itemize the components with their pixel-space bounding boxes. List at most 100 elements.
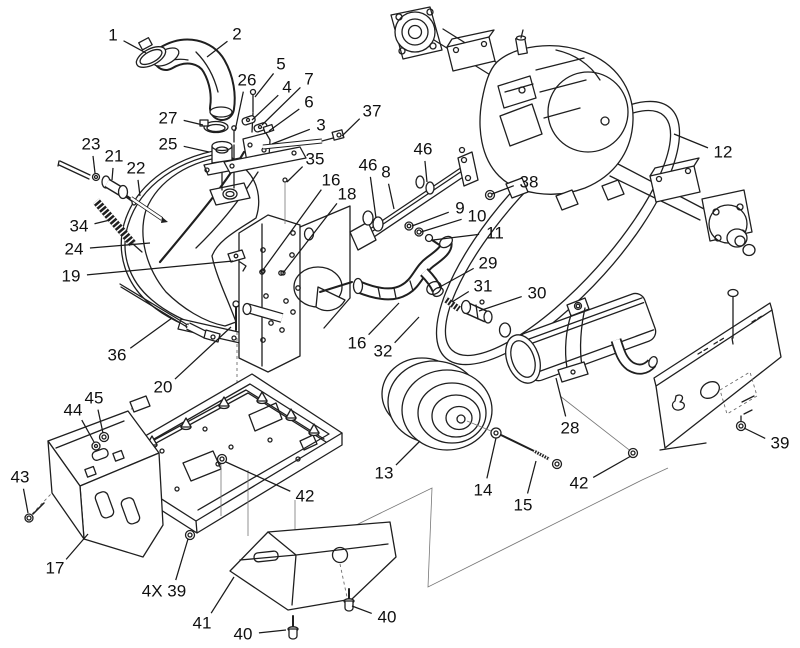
callout-leader-16 xyxy=(262,189,322,271)
callout-label-35: 35 xyxy=(306,150,325,169)
callout-label-10: 10 xyxy=(468,207,487,226)
skid-plate xyxy=(229,521,397,611)
callout-leader-25 xyxy=(183,145,210,153)
engine xyxy=(479,29,634,211)
control-rod xyxy=(119,283,221,343)
alignment-sheet xyxy=(351,467,669,588)
callout-leader-18 xyxy=(282,202,338,274)
callout-label-32: 32 xyxy=(374,342,393,361)
callout-label-2: 2 xyxy=(232,25,241,44)
callout-label-39: 39 xyxy=(771,434,790,453)
callout-leader-20 xyxy=(174,326,232,380)
callout-leader-12 xyxy=(673,133,709,149)
callout-leader-17 xyxy=(65,533,89,560)
callout-leader-45 xyxy=(97,409,104,434)
cross-member xyxy=(260,146,496,276)
callout-label-21: 21 xyxy=(105,147,124,166)
callout-leader-35 xyxy=(286,166,304,183)
callout-leader-37 xyxy=(341,118,361,137)
callout-leader-3 xyxy=(271,128,311,145)
callout-leader-40 xyxy=(351,605,372,614)
callout-leader-4 xyxy=(251,94,279,121)
exhaust-coupler xyxy=(460,299,493,324)
intake-hose xyxy=(152,38,236,121)
callout-label-5: 5 xyxy=(276,55,285,74)
callout-leader-4X39 xyxy=(175,538,189,581)
callout-leader-23 xyxy=(92,155,96,174)
callout-leader-43 xyxy=(22,488,29,514)
callout-label-40: 40 xyxy=(234,625,253,644)
callout-label-4: 4 xyxy=(282,78,291,97)
callout-label-44: 44 xyxy=(64,401,83,420)
callout-leader-7 xyxy=(261,86,301,126)
callout-leader-39 xyxy=(743,427,766,439)
left-axle-assembly xyxy=(390,6,516,87)
callout-label-1: 1 xyxy=(108,26,117,45)
callout-label-11: 11 xyxy=(486,224,504,243)
callout-label-22: 22 xyxy=(127,159,146,178)
callout-leader-16 xyxy=(368,302,400,336)
callout-label-16: 16 xyxy=(348,334,367,353)
callout-label-15: 15 xyxy=(514,496,533,515)
callout-label-13: 13 xyxy=(375,464,394,483)
throttle-bracket-assembly xyxy=(223,88,307,174)
callout-leader-42 xyxy=(225,461,291,492)
throttle-cable xyxy=(262,129,345,150)
callout-label-34: 34 xyxy=(70,217,89,236)
frame xyxy=(101,373,343,534)
hose-clamp-upper xyxy=(135,37,167,68)
exhaust-hose xyxy=(352,235,454,301)
callout-label-29: 29 xyxy=(479,254,498,273)
heat-shield xyxy=(559,288,782,459)
callout-leader-6 xyxy=(268,108,300,132)
callout-label-42: 42 xyxy=(296,487,315,506)
callout-label-12: 12 xyxy=(714,143,733,162)
callout-leader-24 xyxy=(89,242,151,249)
fuel-tank xyxy=(120,144,260,344)
callout-label-41: 41 xyxy=(193,614,212,633)
callout-leader-29 xyxy=(437,267,474,289)
callout-label-37: 37 xyxy=(363,102,382,121)
callout-label-36: 36 xyxy=(108,346,127,365)
callout-label-17: 17 xyxy=(46,559,65,578)
callout-leader-38 xyxy=(491,185,515,195)
callout-leader-14 xyxy=(486,437,497,479)
callout-label-30: 30 xyxy=(528,284,547,303)
frame-fasteners xyxy=(184,453,296,541)
callout-label-45: 45 xyxy=(85,389,104,408)
callout-label-46: 46 xyxy=(359,156,378,175)
fuel-line xyxy=(57,160,101,182)
coupler-spring xyxy=(443,296,461,312)
callout-leader-44 xyxy=(81,419,95,443)
callout-label-43: 43 xyxy=(11,468,30,487)
callout-label-28: 28 xyxy=(561,419,580,438)
callout-label-26: 26 xyxy=(238,71,257,90)
callout-leader-40 xyxy=(258,629,287,634)
callout-leader-19 xyxy=(86,260,234,276)
callout-label-31: 31 xyxy=(474,277,493,296)
callout-label-19: 19 xyxy=(62,267,81,286)
callout-leader-46 xyxy=(424,160,428,183)
callout-label-6: 6 xyxy=(304,93,313,112)
callout-leader-34 xyxy=(94,219,111,225)
callout-leader-9 xyxy=(411,211,449,227)
callout-leader-10 xyxy=(420,218,462,233)
callout-label-8: 8 xyxy=(381,163,390,182)
muffler xyxy=(498,292,658,384)
console-tower xyxy=(238,205,353,373)
callout-leader-27 xyxy=(183,119,204,126)
callout-leader-30 xyxy=(478,295,522,312)
callout-label-7: 7 xyxy=(304,70,313,89)
callout-leader-36 xyxy=(129,317,173,349)
callout-leader-21 xyxy=(111,167,114,181)
callout-label-9: 9 xyxy=(455,199,464,218)
callout-label-38: 38 xyxy=(520,173,539,192)
callout-label-23: 23 xyxy=(82,135,101,154)
pulley-bolt xyxy=(466,420,563,470)
callout-label-14: 14 xyxy=(474,481,493,500)
callout-leader-31 xyxy=(451,290,470,303)
callout-leader-42 xyxy=(592,455,632,479)
